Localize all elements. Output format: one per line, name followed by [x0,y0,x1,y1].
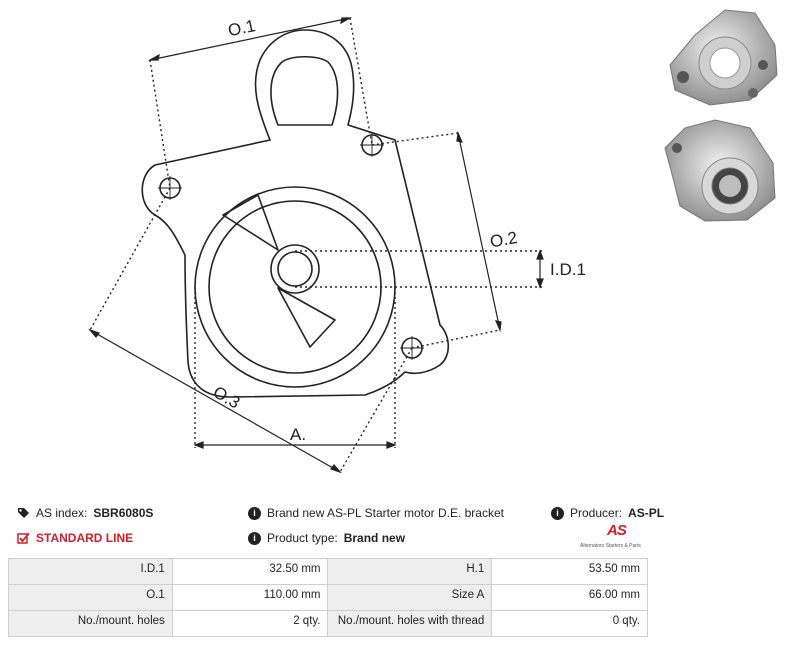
product-photo-front [669,9,778,106]
table-row: O.1 110.00 mm Size A 66.00 mm [8,584,648,611]
info-icon: i [551,506,564,520]
logo-tagline: Alternators Starters & Parts [580,543,641,549]
wedge-cutout [222,194,336,348]
eye-inner [270,55,339,126]
product-type-label: Product type: [267,531,338,545]
bore-inner [277,251,313,287]
table-row: No./mount. holes 2 qty. No./mount. holes… [8,610,648,637]
checkbox-checked-icon [17,532,30,545]
spec-table: I.D.1 32.50 mm H.1 53.50 mm O.1 110.00 m… [8,558,648,637]
description-text: Brand new AS-PL Starter motor D.E. brack… [267,506,504,520]
as-pl-logo: AS Alternators Starters & Parts [580,522,655,552]
info-icon: i [248,531,261,545]
producer: i Producer: AS-PL [551,506,664,520]
spec-label: H.1 [327,558,493,585]
bore-outer [270,244,320,294]
table-row: I.D.1 32.50 mm H.1 53.50 mm [8,558,648,585]
spec-value: 2 qty. [171,610,329,637]
product-type-value: Brand new [343,531,406,545]
spec-label: No./mount. holes with thread [327,610,493,637]
producer-value: AS-PL [628,506,665,520]
spec-label: O.1 [8,584,173,611]
product-type: i Product type: Brand new [248,531,405,545]
label-o3: O.3 [210,382,243,412]
as-index: AS index: SBR6080S [17,506,153,520]
spec-label: Size A [327,584,493,611]
product-line-label: STANDARD LINE [36,531,134,545]
spec-value: 110.00 mm [171,584,329,611]
technical-drawing: O.1 O.2 O.3 I.D.1 A. [88,16,586,474]
producer-label: Producer: [570,506,623,520]
spec-value: 0 qty. [491,610,648,637]
logo-mark: AS [607,522,627,539]
description: i Brand new AS-PL Starter motor D.E. bra… [248,506,504,520]
as-index-label: AS index: [36,506,88,520]
label-o1: O.1 [226,16,257,40]
spec-label: I.D.1 [8,558,173,585]
spec-value: 53.50 mm [491,558,648,585]
spec-value: 66.00 mm [491,584,648,611]
spec-value: 32.50 mm [171,558,329,585]
product-photo-back [664,119,776,222]
label-id1: I.D.1 [550,260,586,279]
tag-icon [17,507,30,520]
spec-label: No./mount. holes [8,610,173,637]
product-line: STANDARD LINE [17,531,133,545]
as-index-value: SBR6080S [93,506,154,520]
label-o2: O.2 [488,228,518,251]
bracket-outline [141,29,450,398]
label-a: A. [290,425,306,444]
info-icon: i [248,506,261,520]
